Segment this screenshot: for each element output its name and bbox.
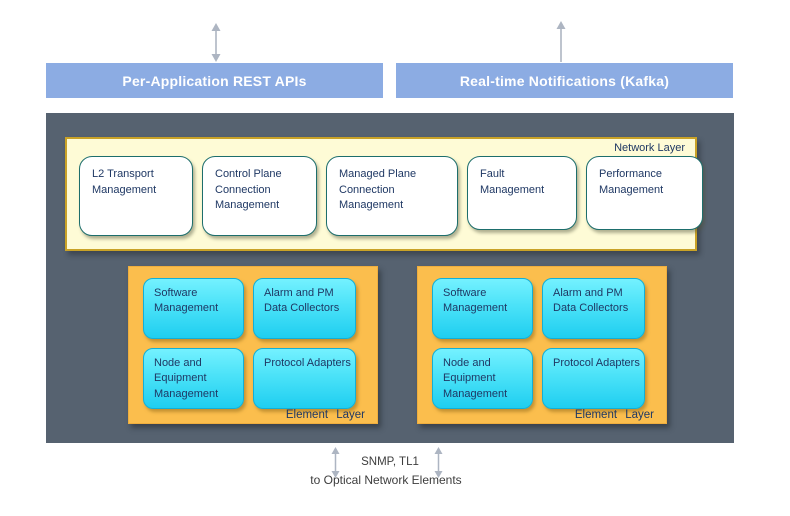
- bidirectional-arrow-icon: [432, 447, 445, 483]
- element-box-software-mgmt-2: Software Management: [432, 278, 533, 339]
- kafka-notifications-bar: Real-time Notifications (Kafka): [396, 63, 733, 98]
- element-box-node-equipment-1: Node and Equipment Management: [143, 348, 244, 409]
- element-box-software-mgmt-1: Software Management: [143, 278, 244, 339]
- element-box-alarm-pm-1: Alarm and PM Data Collectors: [253, 278, 356, 339]
- network-layer-label: Network Layer: [614, 142, 685, 154]
- element-box-node-equipment-2: Node and Equipment Management: [432, 348, 533, 409]
- rest-apis-bar-label: Per-Application REST APIs: [122, 72, 307, 89]
- element-box-alarm-pm-2: Alarm and PM Data Collectors: [542, 278, 645, 339]
- app-box-performance: Performance Management: [586, 156, 703, 230]
- bidirectional-arrow-icon: [209, 23, 223, 67]
- element-layer-panel-2: Software Management Alarm and PM Data Co…: [417, 266, 667, 424]
- app-box-l2-transport: L2 Transport Management: [79, 156, 193, 236]
- protocols-caption: SNMP, TL1: [361, 456, 419, 468]
- network-layer-panel: Network Layer L2 Transport Management Co…: [65, 137, 703, 251]
- rest-apis-bar: Per-Application REST APIs: [46, 63, 383, 98]
- element-layer-1-label: Element Layer: [285, 409, 365, 421]
- kafka-notifications-bar-label: Real-time Notifications (Kafka): [459, 72, 670, 89]
- element-layer-2-label: Element Layer: [574, 409, 654, 421]
- app-box-fault: Fault Management: [467, 156, 577, 230]
- up-arrow-icon: [554, 21, 568, 67]
- network-layer-apps: L2 Transport Management Control Plane Co…: [79, 156, 703, 236]
- bidirectional-arrow-icon: [329, 447, 342, 483]
- element-layer-2-grid: Software Management Alarm and PM Data Co…: [432, 278, 666, 409]
- element-layer-1-grid: Software Management Alarm and PM Data Co…: [143, 278, 377, 409]
- app-box-control-plane: Control Plane Connection Management: [202, 156, 317, 236]
- app-box-managed-plane: Managed Plane Connection Management: [326, 156, 458, 236]
- element-box-protocol-adapters-1: Protocol Adapters: [253, 348, 356, 409]
- management-system-container: Network Layer L2 Transport Management Co…: [46, 113, 734, 443]
- element-box-protocol-adapters-2: Protocol Adapters: [542, 348, 645, 409]
- destination-caption: to Optical Network Elements: [310, 473, 462, 487]
- element-layer-panel-1: Software Management Alarm and PM Data Co…: [128, 266, 378, 424]
